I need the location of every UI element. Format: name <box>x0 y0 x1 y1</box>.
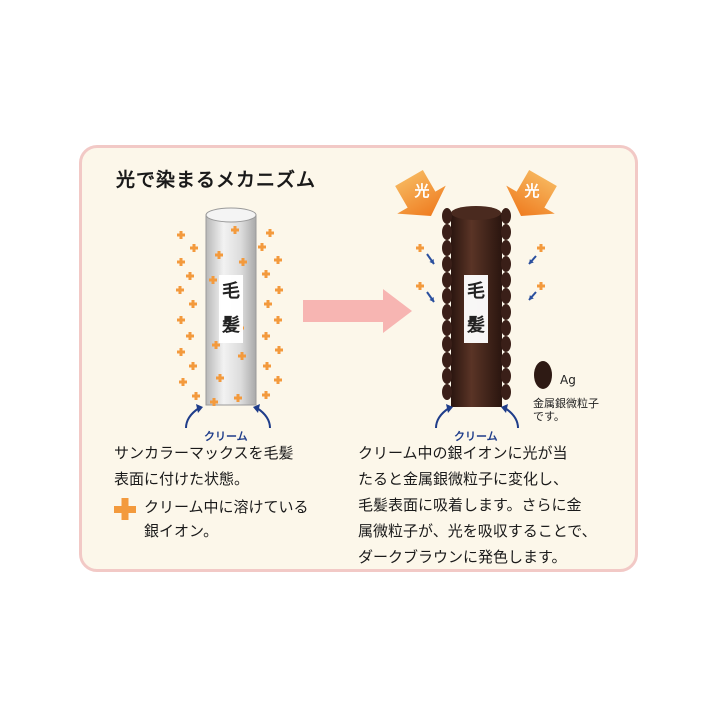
mechanism-card <box>79 145 638 572</box>
silver-particle <box>501 240 511 256</box>
silver-ion-icon <box>231 226 239 234</box>
silver-particle <box>442 336 452 352</box>
silver-ion-icon <box>275 346 283 354</box>
silver-particle <box>442 352 452 368</box>
silver-ion-icon <box>238 352 246 360</box>
silver-ion-icon <box>262 270 270 278</box>
ion-attach-arrowhead <box>429 297 434 302</box>
silver-particle <box>442 256 452 272</box>
silver-ion-icon <box>177 231 185 239</box>
silver-ion-icon <box>274 256 282 264</box>
silver-ion-icon <box>262 332 270 340</box>
silver-ion-icon <box>234 394 242 402</box>
silver-ion-icon <box>274 376 282 384</box>
silver-ion-icon <box>186 332 194 340</box>
silver-particle <box>442 320 452 336</box>
silver-particle <box>442 208 452 224</box>
right-description: クリーム中の銀イオンに光が当 たると金属銀微粒子に変化し、 毛髪表面に吸着します… <box>358 444 597 566</box>
light-arrow-left <box>395 169 446 217</box>
untreated-hair <box>205 207 257 406</box>
silver-particle <box>442 304 452 320</box>
silver-ion-icon <box>177 348 185 356</box>
silver-ion-icon <box>216 374 224 382</box>
ag-particle-sample <box>534 361 552 389</box>
silver-ion-icon <box>416 282 424 290</box>
silver-ion-icon <box>274 316 282 324</box>
silver-ion-icon <box>239 258 247 266</box>
silver-ion-icon <box>210 398 218 406</box>
light-label-left: 光 <box>414 182 430 200</box>
silver-ion-legend-icon <box>114 498 136 520</box>
cream-arrows-right <box>435 404 519 429</box>
silver-particle <box>501 256 511 272</box>
cream-label-right: クリーム <box>454 430 498 443</box>
transition-arrow <box>303 289 412 333</box>
ion-attach-arrowhead <box>529 259 534 264</box>
cream-arrows-left <box>185 404 271 429</box>
silver-ion-icon <box>416 244 424 252</box>
silver-particle <box>442 288 452 304</box>
silver-ion-icon <box>215 251 223 259</box>
cream-label-left: クリーム <box>204 430 248 443</box>
silver-particle <box>442 384 452 400</box>
hair-label-dyed: 毛 髪 <box>464 275 488 343</box>
silver-particle <box>501 208 511 224</box>
silver-particle <box>501 336 511 352</box>
silver-ion-icon <box>212 341 220 349</box>
silver-ion-icon <box>189 300 197 308</box>
silver-particle <box>501 320 511 336</box>
silver-ion-group <box>176 226 283 406</box>
ion-arrow-group <box>416 244 545 303</box>
left-description: サンカラーマックスを毛髪 表面に付けた状態。 <box>114 444 294 488</box>
silver-particle <box>442 224 452 240</box>
silver-ion-icon <box>176 286 184 294</box>
silver-particle <box>501 288 511 304</box>
silver-ion-icon <box>537 244 545 252</box>
silver-particle <box>442 368 452 384</box>
silver-ion-icon <box>177 316 185 324</box>
diagram-title: 光で染まるメカニズム <box>116 169 317 191</box>
silver-particle <box>501 224 511 240</box>
ag-symbol: Ag <box>560 373 576 387</box>
ion-attach-arrowhead <box>529 295 534 300</box>
silver-particle <box>442 272 452 288</box>
hair-label-untreated: 毛 髪 <box>219 275 243 343</box>
silver-particle <box>501 304 511 320</box>
silver-particle <box>501 352 511 368</box>
silver-ion-icon <box>537 282 545 290</box>
silver-ion-icon <box>263 362 271 370</box>
ag-caption: 金属銀微粒子 です。 <box>533 397 599 423</box>
silver-particle <box>501 384 511 400</box>
light-arrow-right <box>506 169 557 217</box>
silver-ion-icon <box>258 243 266 251</box>
silver-ion-icon <box>275 286 283 294</box>
silver-ion-icon <box>179 378 187 386</box>
silver-ion-icon <box>177 258 185 266</box>
silver-particle <box>501 368 511 384</box>
silver-ion-icon <box>262 391 270 399</box>
silver-ion-icon <box>190 244 198 252</box>
silver-ion-icon <box>266 229 274 237</box>
silver-ion-icon <box>264 300 272 308</box>
legend-text: クリーム中に溶けている 銀イオン。 <box>144 498 309 540</box>
silver-particle <box>501 272 511 288</box>
light-label-right: 光 <box>524 182 540 200</box>
ion-attach-arrowhead <box>429 259 434 264</box>
silver-ion-icon <box>189 362 197 370</box>
silver-particle-group <box>442 208 511 400</box>
silver-ion-icon <box>192 392 200 400</box>
silver-ion-icon <box>209 276 217 284</box>
silver-ion-icon <box>186 272 194 280</box>
silver-particle <box>442 240 452 256</box>
